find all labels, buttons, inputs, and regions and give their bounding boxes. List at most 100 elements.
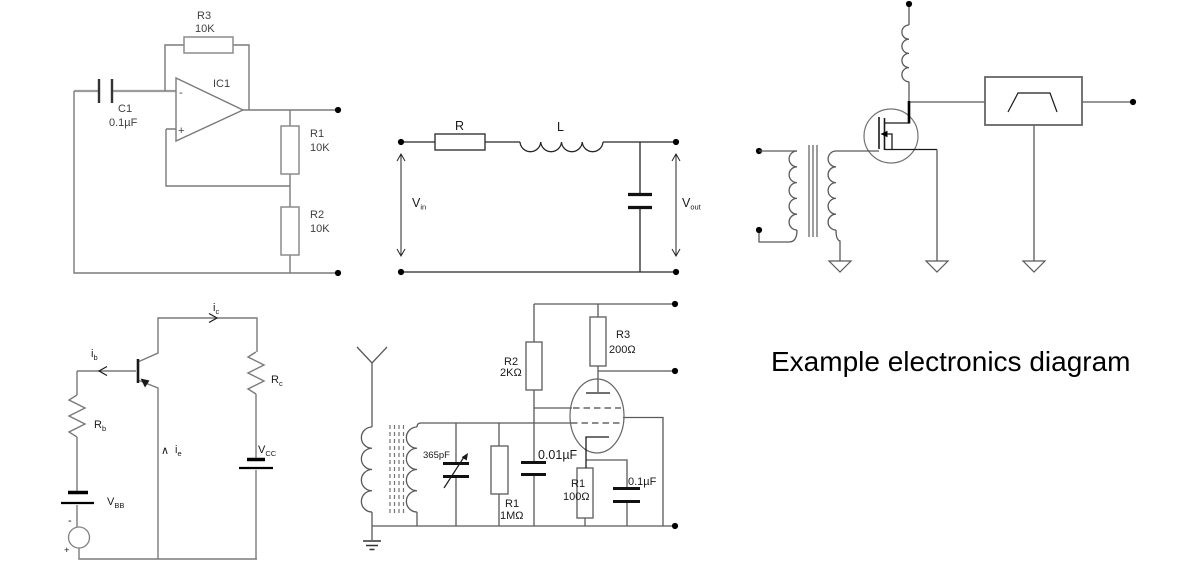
r2-resistor-body [525,341,543,391]
mosfet-symbol [863,108,919,164]
resistor-r2-body [280,206,300,256]
inductor-symbol [519,141,604,153]
drain-inductor [901,24,910,83]
r3-name: R3 [197,10,211,22]
r2-value: 2KΩ [500,367,522,379]
tube-wires [371,303,675,527]
tube-receiver-circuit: R2 2KΩ R3 200Ω 365pF 0.01µF R1 1MΩ R1 10… [356,300,679,551]
cathode-resistor-body [576,467,594,519]
ic-label: ic [213,302,219,316]
ib-arrowhead [97,365,108,377]
bypass-cap-label: 0.1µF [628,476,657,488]
terminal-dot [671,522,679,530]
r2-name: R2 [310,209,324,221]
vbb-label: VBB [107,496,124,510]
r1-value: 10K [310,142,330,154]
resistor-rb-zigzag [67,394,87,438]
transformer-core [808,145,818,237]
grid-resistor-value: 1MΩ [500,510,524,522]
tank-coil [405,426,418,513]
c1-name: C1 [118,103,132,115]
grid-cap-label: 0.01µF [538,448,578,462]
earth-ground-icon [363,540,381,551]
terminal-dot [397,268,405,276]
ic-arrowhead [208,312,219,324]
diagram-title: Example electronics diagram [771,346,1131,377]
terminal-dot [672,138,680,146]
terminal-dot [905,0,913,8]
r3-value: 10K [195,23,215,35]
terminal-dot [1129,98,1137,106]
noninverting-input-label: + [178,125,184,137]
r2-name: R2 [504,356,518,368]
terminal-dot [397,138,405,146]
r3-name: R3 [616,329,630,341]
resistor-r1-body [280,125,300,175]
grid-resistor-name: R1 [505,498,519,510]
filter-wires [401,141,676,273]
r-label: R [455,119,464,133]
grid-resistor-body [490,445,509,495]
source-plus-label: + [64,545,70,556]
opamp-oscillator-circuit: R3 10K C1 0.1µF IC1 - + R1 10K R2 10K [73,10,342,277]
resistor-rc-zigzag [246,351,266,395]
ground-icon [924,260,950,273]
source-minus-label: - [68,515,72,527]
resistor-r-body [434,133,486,151]
ac-source-symbol [67,526,91,549]
opamp-symbol [175,76,245,143]
cathode-resistor-value: 100Ω [563,491,590,503]
ground-icon [1021,260,1047,273]
vout-label: Vout [682,196,702,212]
ie-caret: ∧ [161,445,169,457]
terminal-dot [671,300,679,308]
r3-value: 200Ω [609,344,636,356]
rf-amplifier-circuit [755,0,1137,273]
inverting-input-label: - [179,87,183,99]
rb-label: Rb [94,419,106,433]
ib-label: ib [91,348,98,362]
bandpass-filter-box [984,76,1083,126]
tuning-cap-label: 365pF [423,450,450,461]
primary-bottom-wire [758,229,798,243]
ic1-label: IC1 [213,78,230,90]
coil-core-dashes [389,425,405,515]
terminal-dot [334,106,342,114]
mosfet-body-arrow [880,130,888,138]
resistor-r3-body [183,36,234,54]
antenna-coil [360,426,373,513]
vin-arrow [396,152,406,258]
antenna-icon [356,346,388,427]
secondary-ground-wire [835,229,841,261]
rl-filter-circuit: R L Vin Vout [396,119,702,276]
terminal-dot [334,269,342,277]
ground-icon [827,260,853,273]
bjt-bias-circuit: ib ic ∧ ie Rb Rc VBB VCC - + [61,302,283,560]
terminal-dot [671,367,679,375]
cathode-resistor-name: R1 [571,478,585,490]
terminal-dot [672,268,680,276]
vacuum-tube-envelope [569,378,625,454]
opamp-wires [73,44,338,274]
bjt-wires [76,317,258,560]
bandpass-response-icon [1007,92,1058,113]
r2-value: 10K [310,223,330,235]
transformer-secondary-coil [827,150,837,231]
vin-label: Vin [412,196,426,212]
l-label: L [557,120,564,134]
r1-name: R1 [310,128,324,140]
emitter-arrowhead [140,378,150,388]
ie-label: ie [175,444,182,458]
tuning-cap-arrowhead [461,453,468,461]
c1-value: 0.1µF [109,117,138,129]
r3-resistor-body [589,316,607,367]
mosfet-body-lead [887,133,893,150]
tube-cathode [585,436,609,468]
terminal-dot [755,226,763,234]
tuning-cap-arrow [443,456,465,489]
vcc-label: VCC [258,444,277,458]
vout-arrow [671,152,681,258]
rc-label: Rc [271,374,283,388]
